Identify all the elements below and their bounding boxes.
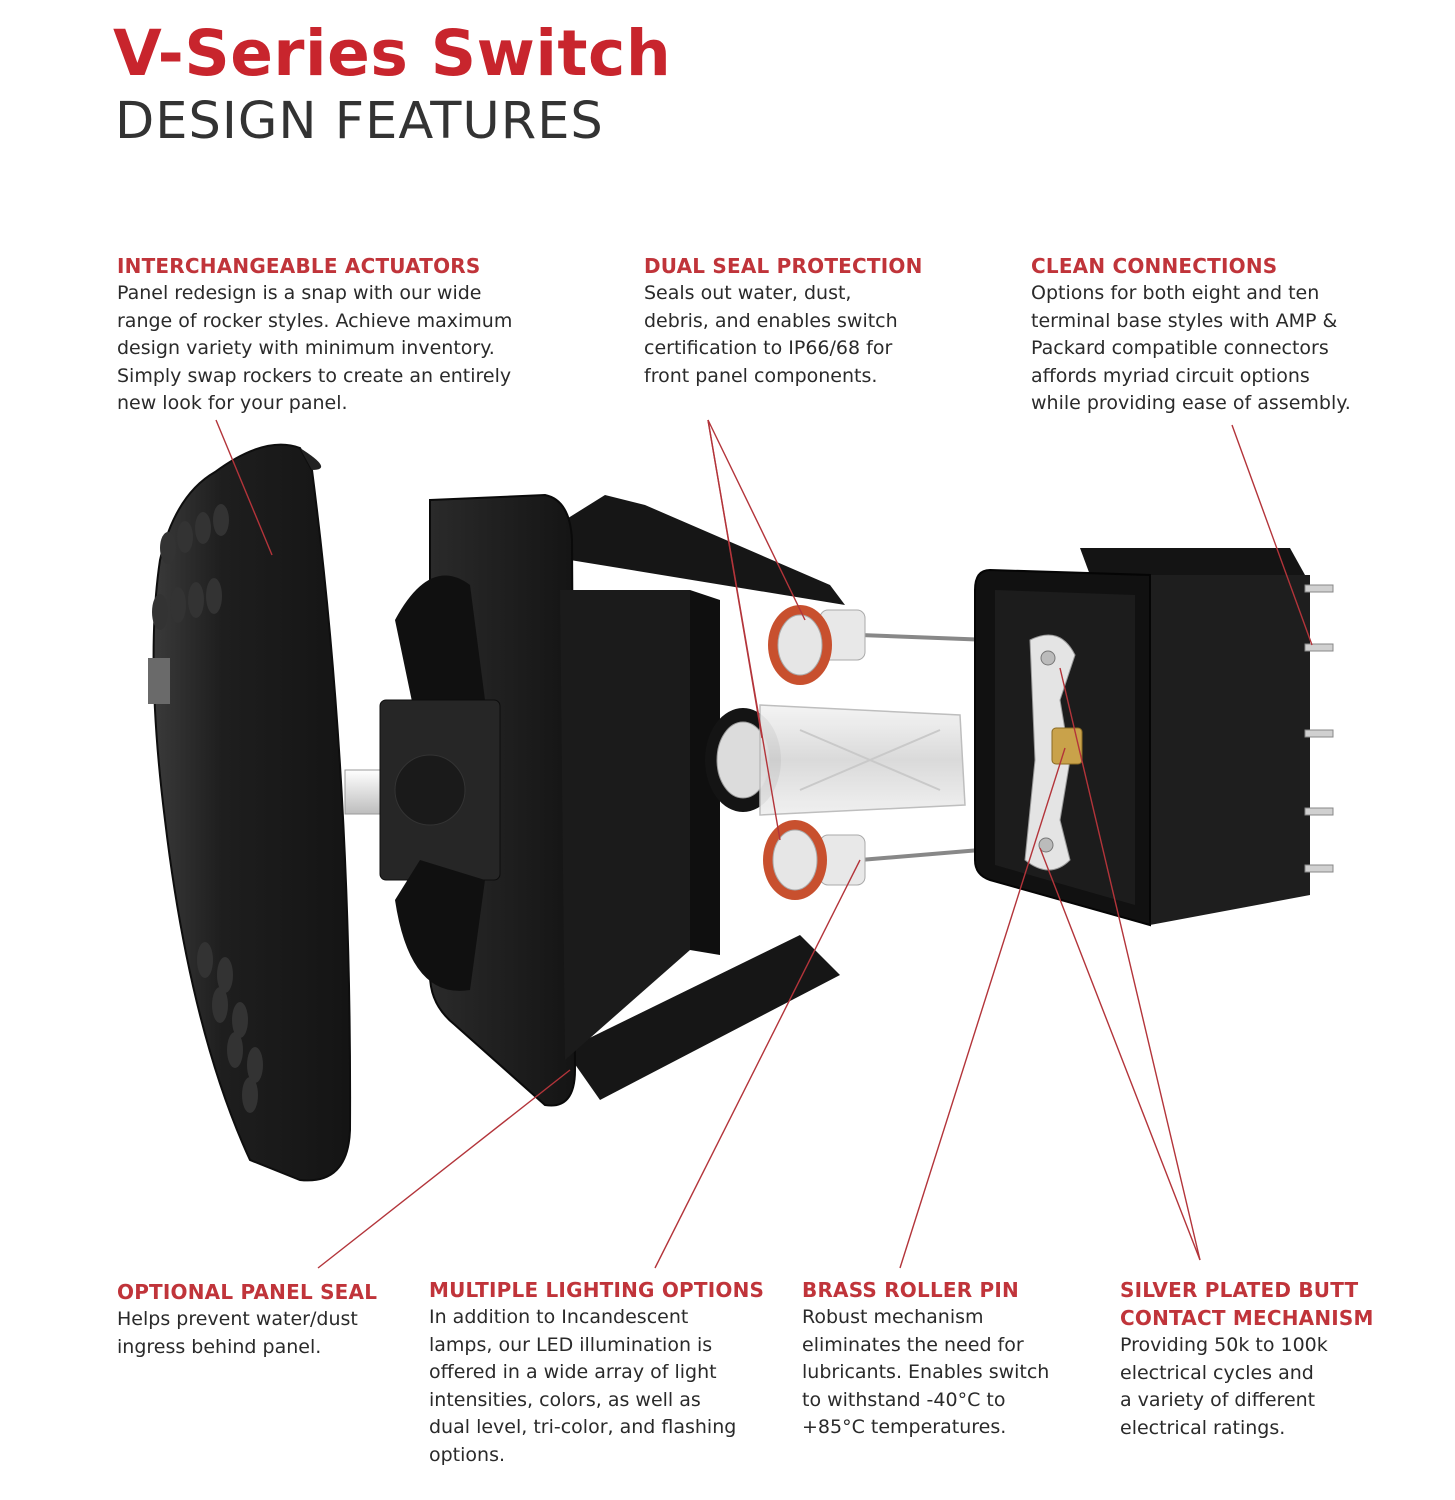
feature-multiple-lighting-options: MULTIPLE LIGHTING OPTIONS In addition to… — [429, 1276, 764, 1469]
leader-optional-panel-seal — [317, 1069, 571, 1269]
feature-description: Providing 50k to 100k electrical cycles … — [1120, 1334, 1328, 1439]
leader-dual-seal-3 — [707, 419, 781, 841]
contact-mechanism — [1024, 634, 1083, 871]
feature-description: Helps prevent water/dust ingress behind … — [117, 1308, 358, 1358]
feature-heading: CLEAN CONNECTIONS — [1031, 254, 1278, 278]
housing-body — [560, 590, 690, 1060]
feature-description: Seals out water, dust, debris, and enabl… — [644, 282, 898, 387]
feature-description: Options for both eight and ten terminal … — [1031, 282, 1351, 414]
feature-optional-panel-seal: OPTIONAL PANEL SEAL Helps prevent water/… — [117, 1278, 377, 1361]
leader-multiple-lighting — [654, 859, 861, 1269]
feature-heading: OPTIONAL PANEL SEAL — [117, 1280, 378, 1304]
leader-interchangeable-actuators — [215, 419, 273, 556]
leader-clean-connections — [1231, 424, 1313, 646]
terminal-base — [974, 548, 1334, 927]
actuator-grip-ridges — [152, 504, 263, 1113]
housing-front-cavity — [395, 575, 485, 740]
feature-heading: SILVER PLATED BUTT CONTACT MECHANISM — [1120, 1278, 1374, 1330]
feature-dual-seal-protection: DUAL SEAL PROTECTION Seals out water, du… — [644, 252, 923, 390]
lamp-top — [768, 605, 991, 685]
leader-lines — [215, 419, 1313, 1269]
leader-silver-contact-2 — [1039, 847, 1201, 1261]
actuator-legend-window — [148, 658, 170, 704]
feature-heading: DUAL SEAL PROTECTION — [644, 254, 923, 278]
switch-housing — [379, 493, 845, 1107]
leader-dual-seal-1 — [707, 419, 806, 621]
leader-silver-contact-1 — [1059, 667, 1201, 1261]
feature-heading: BRASS ROLLER PIN — [802, 1278, 1019, 1302]
feature-interchangeable-actuators: INTERCHANGEABLE ACTUATORS Panel redesign… — [117, 252, 512, 418]
feature-brass-roller-pin: BRASS ROLLER PIN Robust mechanism elimin… — [802, 1276, 1049, 1442]
feature-heading: INTERCHANGEABLE ACTUATORS — [117, 254, 481, 278]
clear-light-pipe — [759, 704, 966, 816]
rocker-actuator — [148, 443, 426, 1182]
feature-description: Robust mechanism eliminates the need for… — [802, 1306, 1050, 1438]
feature-clean-connections: CLEAN CONNECTIONS Options for both eight… — [1031, 252, 1351, 418]
base-side — [1150, 575, 1310, 925]
feature-heading: MULTIPLE LIGHTING OPTIONS — [429, 1278, 765, 1302]
feature-silver-plated-butt-contact: SILVER PLATED BUTT CONTACT MECHANISM Pro… — [1120, 1276, 1374, 1442]
feature-description: In addition to Incandescent lamps, our L… — [429, 1306, 737, 1466]
page-subtitle: DESIGN FEATURES — [115, 92, 604, 151]
housing-top-clip — [565, 495, 845, 605]
brass-roller-pin — [1051, 727, 1083, 765]
page-title: V-Series Switch — [113, 17, 672, 90]
terminal-pins — [1304, 584, 1334, 873]
feature-description: Panel redesign is a snap with our wide r… — [117, 282, 513, 414]
leader-brass-roller-pin — [899, 747, 1066, 1269]
lamp-assembly — [705, 605, 991, 900]
lamp-bottom — [763, 820, 981, 900]
housing-bottom-clip — [565, 935, 840, 1100]
